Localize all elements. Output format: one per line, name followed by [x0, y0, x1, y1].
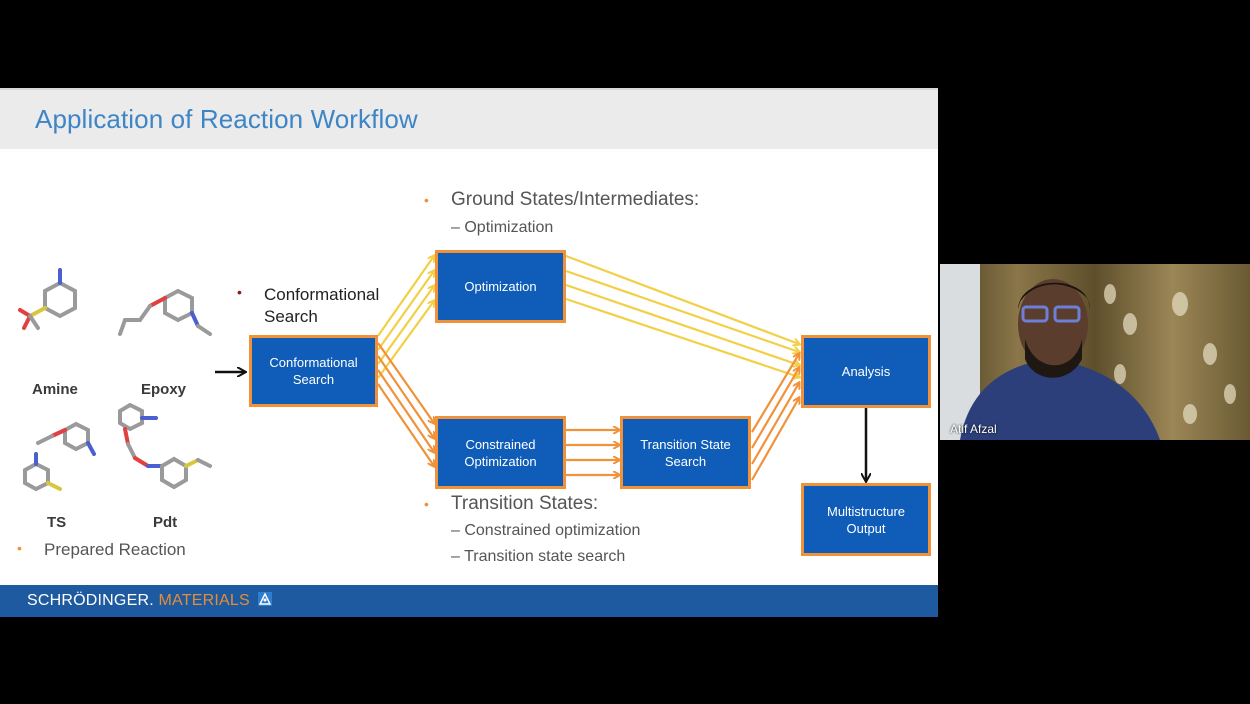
brand-product: MATERIALS	[158, 592, 250, 609]
transition-state-search-box: Transition State Search	[620, 416, 751, 489]
arrows-opt-to-analysis	[565, 254, 799, 377]
molecule-pdt	[118, 402, 212, 490]
conformational-search-text: Conformational Search	[264, 285, 380, 326]
molecule-label-epoxy: Epoxy	[141, 381, 187, 398]
footer-brand: SCHRÖDINGER. MATERIALS	[27, 592, 273, 610]
bullet-dot: •	[424, 496, 429, 512]
molecule-epoxy	[118, 288, 212, 336]
arrows-ts-to-analysis	[751, 354, 799, 481]
bullet-dot: •	[17, 540, 22, 556]
participant-video-tile[interactable]: Atif Afzal	[940, 264, 1250, 440]
molecule-label-amine: Amine	[32, 381, 78, 398]
participant-video-feed	[940, 264, 1250, 440]
slide-header: Application of Reaction Workflow	[0, 88, 938, 149]
schrodinger-logo-icon	[258, 592, 273, 606]
arrows-conf-to-constrained	[377, 342, 434, 466]
transition-states-sub-item: – Constrained optimization	[451, 522, 641, 539]
molecule-ts	[23, 421, 96, 492]
conformational-search-box: Conformational Search	[249, 335, 378, 407]
molecule-label-pdt: Pdt	[153, 514, 178, 531]
participant-name: Atif Afzal	[950, 422, 997, 436]
arrows-constrained-to-ts	[566, 430, 619, 475]
transition-states-sub-item: – Transition state search	[451, 548, 626, 565]
brand-name: SCHRÖDINGER.	[27, 592, 154, 609]
analysis-box: Analysis	[801, 335, 931, 408]
slide-footer: SCHRÖDINGER. MATERIALS	[0, 585, 938, 617]
slide-title: Application of Reaction Workflow	[35, 104, 418, 134]
presentation-slide: Application of Reaction Workflow	[0, 88, 938, 617]
constrained-optimization-box: Constrained Optimization	[435, 416, 566, 489]
multistructure-output-box: Multistructure Output	[801, 483, 931, 556]
arrows-conf-to-opt	[377, 256, 434, 379]
prepared-reaction-text: Prepared Reaction	[44, 540, 186, 559]
ground-states-sub-item: – Optimization	[451, 219, 554, 236]
optimization-box: Optimization	[435, 250, 566, 323]
molecule-label-ts: TS	[47, 514, 67, 531]
bullet-dot: •	[237, 284, 242, 300]
transition-states-heading: Transition States:	[451, 493, 599, 514]
workflow-arrows	[18, 88, 938, 492]
molecule-amine	[18, 268, 77, 330]
ground-states-heading: Ground States/Intermediates:	[451, 189, 700, 210]
bullet-dot: •	[424, 192, 429, 208]
